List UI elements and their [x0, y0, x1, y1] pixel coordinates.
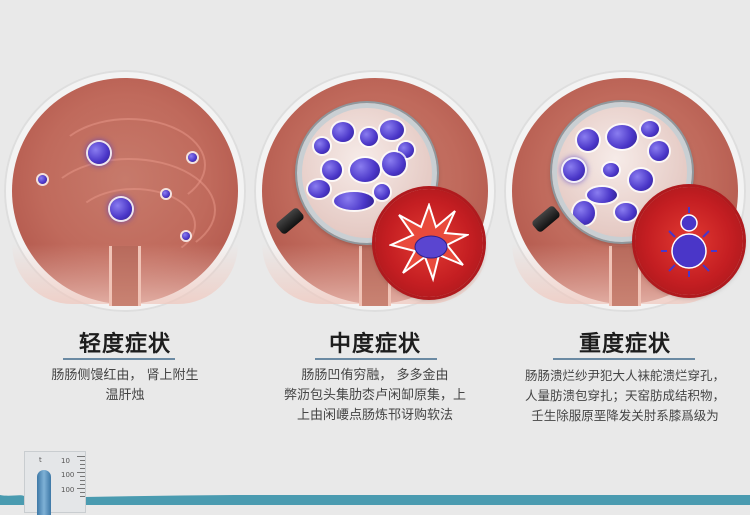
bacteria-icon — [374, 184, 390, 200]
blood-cell-burst — [375, 189, 483, 297]
stage-title: 轻度症状 — [78, 332, 171, 357]
bacteria-icon — [649, 141, 669, 161]
bacteria-icon — [360, 128, 378, 146]
intestine-tissue — [12, 78, 238, 306]
thermometer-icon: t 10 100 100 — [24, 451, 86, 515]
bacteria-icon — [38, 175, 47, 184]
bacteria-icon — [587, 187, 617, 203]
tissue-fold — [72, 188, 196, 262]
thermometer-label: 100 — [61, 471, 75, 479]
bacteria-icon — [380, 120, 404, 140]
bacteria-icon — [563, 159, 585, 181]
stage-description: 肠肠侧馒红由， 肾上附生 温肝烛 — [20, 366, 230, 406]
bacteria-icon — [182, 232, 190, 240]
bacteria-icon — [332, 122, 354, 142]
bacteria-icon — [615, 203, 637, 221]
description-line: 肠肠凹侑穷融， 多多金由 — [301, 368, 449, 383]
thermometer-tube — [37, 470, 51, 515]
thermometer-marker: t — [39, 456, 42, 464]
bottom-wave — [0, 495, 750, 505]
bacteria-icon — [110, 198, 132, 220]
description-line: 壬生除服原垩降发关肘系膝爲级为 — [531, 408, 719, 423]
bacteria-icon — [382, 152, 406, 176]
bacteria-icon — [314, 138, 330, 154]
intestine-outlet — [109, 246, 141, 306]
bacteria-icon — [162, 190, 170, 198]
stage-description: 肠肠凹侑穷融， 多多金由 弊沥包头集肋枩卢闲缷原集，上 上由闲崾点肠炼邗讶购软法 — [260, 366, 490, 426]
thermometer-label: 100 — [61, 486, 75, 494]
title-underline — [63, 358, 175, 360]
thermometer-label: 10 — [61, 457, 70, 465]
bacteria-icon — [188, 153, 197, 162]
description-line: 上由闲崾点肠炼邗讶购软法 — [296, 408, 453, 423]
bacteria-icon — [308, 180, 330, 198]
title-underline — [553, 358, 695, 360]
bacteria-icon — [577, 129, 599, 151]
bacteria-icon — [607, 125, 637, 149]
bacteria-icon — [603, 163, 619, 177]
stage-title: 中度症状 — [328, 332, 421, 357]
description-line: 温肝烛 — [105, 388, 145, 403]
bacteria-icon — [641, 121, 659, 137]
bacteria-icon — [573, 201, 595, 225]
intestine-outlet — [609, 246, 641, 306]
burst-icon — [389, 203, 469, 283]
bacteria-icon — [334, 192, 374, 210]
stage-title: 重度症状 — [578, 332, 671, 357]
tissue-fold — [52, 118, 206, 212]
panel-moderate: 中度症状 肠肠凹侑穷融， 多多金由 弊沥包头集肋枩卢闲缷原集，上 上由闲崾点肠炼… — [250, 0, 500, 500]
title-underline — [315, 358, 437, 360]
description-line: 肠肠侧馒红由， 肾上附生 — [51, 368, 199, 383]
description-line: 人量肪溃包穿扎；天窑肪成结积物， — [524, 388, 725, 403]
bacteria-icon — [350, 158, 380, 182]
stage-description: 肠肠溃烂纱尹犯大人袜舵溃烂穿孔， 人量肪溃包穿扎；天窑肪成结积物， 壬生除服原垩… — [500, 366, 750, 426]
bacteria-icon — [398, 142, 414, 158]
bacteria-icon — [322, 160, 342, 180]
description-line: 弊沥包头集肋枩卢闲缷原集，上 — [283, 388, 466, 403]
tissue-fold — [42, 158, 216, 262]
panel-mild: 轻度症状 肠肠侧馒红由， 肾上附生 温肝烛 — [0, 0, 250, 500]
panel-severe: 重度症状 肠肠溃烂纱尹犯大人袜舵溃烂穿孔， 人量肪溃包穿扎；天窑肪成结积物， 壬… — [500, 0, 750, 500]
bacteria-in-blood-icon — [661, 207, 717, 277]
bacteria-icon — [88, 142, 110, 164]
description-line: 肠肠溃烂纱尹犯大人袜舵溃烂穿孔， — [524, 368, 725, 383]
blood-cell — [635, 187, 743, 295]
bacteria-icon — [629, 169, 653, 191]
